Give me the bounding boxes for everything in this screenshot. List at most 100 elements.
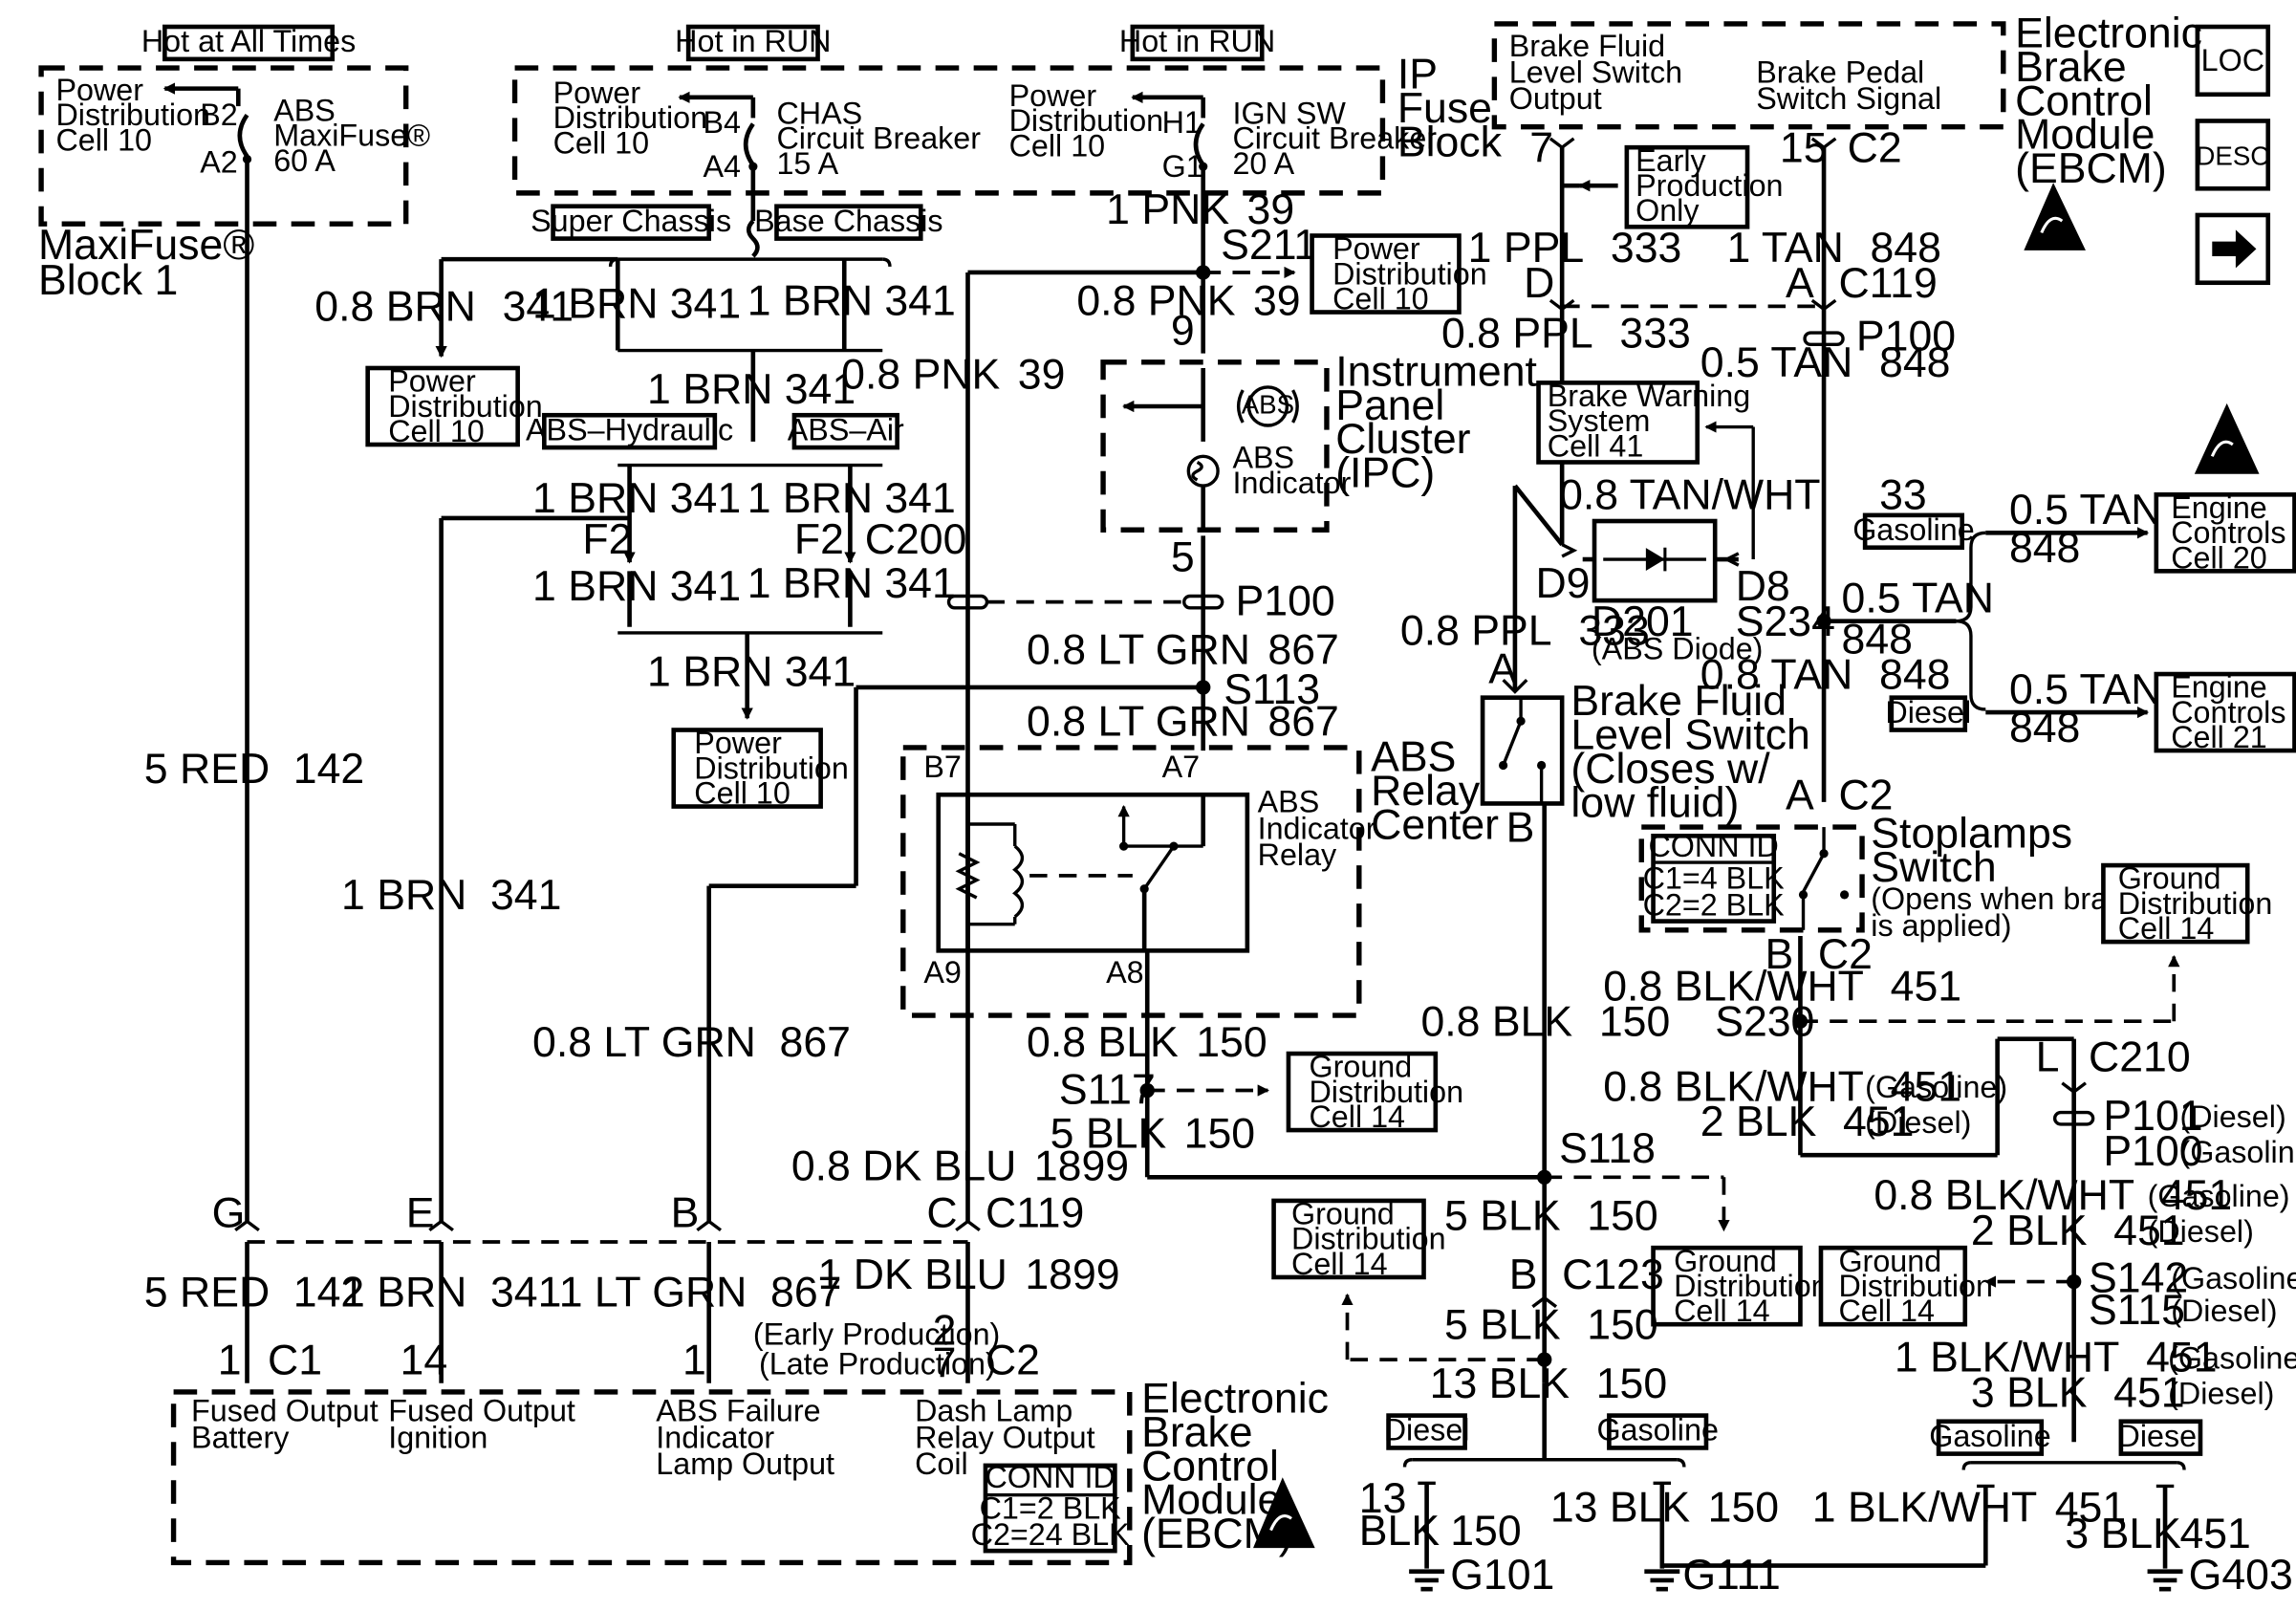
- svg-text:S211: S211: [1221, 222, 1317, 269]
- arrow-right-icon: [2212, 229, 2257, 269]
- svg-text:1: 1: [682, 1337, 706, 1383]
- svg-text:A: A: [1488, 645, 1517, 692]
- svg-text:D9: D9: [1535, 560, 1590, 607]
- svg-text:G101: G101: [1450, 1552, 1554, 1599]
- svg-text:451: 451: [2179, 1511, 2250, 1557]
- ipc-box: [1100, 359, 1330, 533]
- svg-text:D: D: [1524, 260, 1554, 307]
- splice-s230: [1792, 1013, 1809, 1029]
- svg-text:848: 848: [2009, 525, 2080, 572]
- svg-text:H1: H1: [1162, 105, 1202, 140]
- svg-text:Hot in RUN: Hot in RUN: [1119, 24, 1275, 58]
- svg-text:G: G: [212, 1190, 246, 1237]
- svg-text:C1=2 BLK: C1=2 BLK: [980, 1490, 1122, 1525]
- svg-text:C119: C119: [986, 1190, 1084, 1237]
- svg-text:(Diesel): (Diesel): [2148, 1214, 2254, 1249]
- svg-text:Base Chassis: Base Chassis: [754, 204, 942, 238]
- svg-text:P101: P101: [2103, 1093, 2202, 1140]
- svg-text:A4: A4: [704, 149, 742, 184]
- svg-text:7: 7: [933, 1340, 957, 1387]
- desc-button[interactable]: [2195, 119, 2271, 191]
- svg-text:C2=24 BLK: C2=24 BLK: [971, 1517, 1131, 1552]
- svg-text:14: 14: [401, 1337, 448, 1383]
- svg-text:7: 7: [1529, 125, 1553, 172]
- svg-text:A9: A9: [923, 955, 962, 990]
- svg-text:Gasoline: Gasoline: [1929, 1419, 2050, 1453]
- svg-text:(Late Production): (Late Production): [759, 1346, 996, 1381]
- svg-text:(Gasoline): (Gasoline): [2171, 1261, 2296, 1295]
- svg-text:Diesel: Diesel: [1384, 1413, 1470, 1447]
- svg-text:5: 5: [1171, 533, 1195, 580]
- ground-g101-icon: [1409, 1569, 1445, 1592]
- svg-text:ABS–Air: ABS–Air: [788, 412, 904, 446]
- svg-text:B2: B2: [200, 98, 238, 132]
- ground-g111-icon: [1644, 1569, 1680, 1592]
- stoplamps-switch: A C2 CONN ID C1=4 BLK C2=2 BLK Stoplamps…: [1603, 772, 2296, 1443]
- svg-text:C2=2 BLK: C2=2 BLK: [1643, 887, 1786, 922]
- svg-text:(Diesel): (Diesel): [2171, 1294, 2277, 1328]
- esd-warning-icon: [2024, 183, 2086, 250]
- svg-text:(Gasoline): (Gasoline): [2179, 1135, 2296, 1169]
- svg-text:S113: S113: [1224, 666, 1320, 713]
- svg-text:(Gasoline): (Gasoline): [2168, 1340, 2296, 1375]
- svg-text:ABS: ABS: [1242, 390, 1294, 420]
- svg-text:A: A: [1786, 260, 1814, 307]
- svg-text:0.5 TAN: 0.5 TAN: [2009, 487, 2162, 533]
- svg-text:2: 2: [933, 1308, 957, 1355]
- svg-text:A8: A8: [1106, 955, 1144, 990]
- svg-text:Gasoline: Gasoline: [1852, 512, 1974, 547]
- svg-text:C1=4 BLK: C1=4 BLK: [1643, 861, 1786, 896]
- svg-text:(ABS Diode): (ABS Diode): [1592, 632, 1764, 666]
- svg-text:B: B: [1509, 1251, 1538, 1298]
- svg-text:B7: B7: [923, 750, 962, 784]
- svg-text:848: 848: [1842, 617, 1913, 664]
- next-button[interactable]: [2195, 212, 2271, 286]
- svg-text:S230: S230: [1715, 999, 1814, 1046]
- svg-text:15: 15: [1780, 125, 1828, 172]
- loc-button[interactable]: [2195, 24, 2271, 98]
- svg-text:F2: F2: [582, 516, 632, 563]
- svg-text:C1: C1: [268, 1337, 322, 1383]
- hot-at-all-times-label: Hot at All Times: [141, 24, 356, 58]
